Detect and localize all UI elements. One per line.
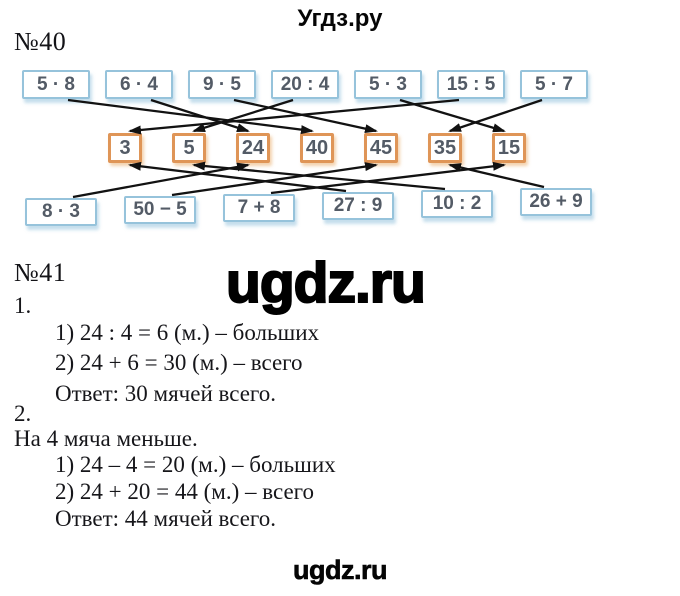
expression-box: 27 : 9 <box>322 192 394 220</box>
expression-box: 10 : 2 <box>421 190 493 218</box>
value-box: 35 <box>428 133 462 163</box>
connection-arrow <box>128 98 460 135</box>
expression-box: 5 · 8 <box>22 70 90 99</box>
part2-step-2: 2) 24 + 20 = 44 (м.) – всего <box>55 479 315 504</box>
value-box: 24 <box>236 133 270 163</box>
connection-arrow <box>192 161 446 191</box>
expression-box: 15 : 5 <box>437 70 505 99</box>
connection-arrow <box>192 98 294 133</box>
part2-step-1: 1) 24 – 4 = 20 (м.) – больших <box>55 452 336 477</box>
expression-box: 26 + 9 <box>520 188 592 216</box>
connection-arrow <box>128 161 347 193</box>
site-header: Угдз.ру <box>297 5 383 32</box>
expressions-row-top: 5 · 8 6 · 4 9 · 5 20 : 4 5 · 3 15 : 5 5 · 7 <box>22 70 588 99</box>
expression-box: 5 · 3 <box>354 70 422 99</box>
part2-number: 2. <box>14 401 32 426</box>
connection-arrow <box>171 162 378 197</box>
connection-arrow <box>233 98 378 134</box>
expression-box: 8 · 3 <box>25 198 97 226</box>
part1-answer: Ответ: 30 мячей всего. <box>55 381 277 406</box>
footer-logo: ugdz.ru <box>293 555 388 586</box>
expression-box: 7 + 8 <box>223 194 295 222</box>
value-box: 40 <box>300 133 334 163</box>
exercise40-label: №40 <box>14 27 67 56</box>
value-box: 5 <box>172 133 206 163</box>
part2-answer: Ответ: 44 мячей всего. <box>55 506 277 531</box>
connection-arrow <box>270 161 506 195</box>
expression-box: 5 · 7 <box>520 70 588 99</box>
connection-arrow <box>399 98 506 133</box>
exercise41-label: №41 <box>14 258 67 287</box>
connection-arrow <box>150 98 250 133</box>
expression-box: 50 − 5 <box>124 196 196 224</box>
connection-arrow <box>448 98 543 133</box>
expression-box: 6 · 4 <box>105 70 173 99</box>
expressions-row-bottom: 8 · 3 50 − 5 7 + 8 27 : 9 10 : 2 26 + 9 <box>25 188 592 226</box>
part2-note: На 4 мяча меньше. <box>14 426 198 451</box>
watermark-logo: ugdz.ru <box>225 250 427 316</box>
expression-box: 20 : 4 <box>271 70 339 99</box>
connection-arrow <box>448 163 545 189</box>
connection-arrow <box>67 98 314 135</box>
value-box: 3 <box>108 133 142 163</box>
value-box: 45 <box>364 133 398 163</box>
part1-number: 1. <box>14 293 32 318</box>
value-box: 15 <box>492 133 526 163</box>
part1-step-1: 1) 24 : 4 = 6 (м.) – больших <box>55 320 320 345</box>
part1-step-2: 2) 24 + 6 = 30 (м.) – всего <box>55 350 303 375</box>
expression-box: 9 · 5 <box>188 70 256 99</box>
